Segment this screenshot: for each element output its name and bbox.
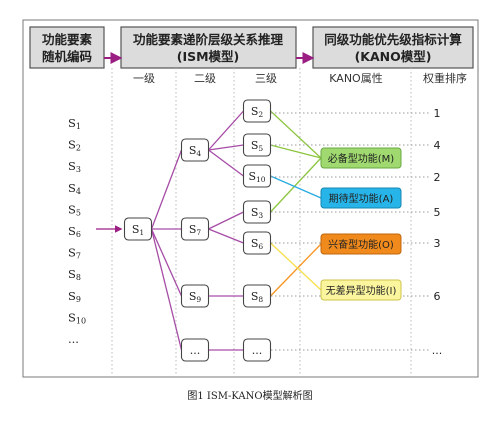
header-box-ism: 功能要素递阶层级关系推理 (ISM模型) [120, 26, 297, 69]
kano-attractive: 期待型功能(A) [320, 187, 402, 209]
header-box-encoding: 功能要素 随机编码 [29, 26, 105, 69]
edge-s4-s2 [208, 110, 244, 151]
edge-s5-must-be [270, 144, 322, 159]
list-item-s6: S6 [68, 224, 81, 239]
edge-s8-excitement [270, 243, 322, 297]
node-s4: S4 [180, 138, 210, 162]
kano-excitement-label: 兴奋型功能(O) [328, 238, 394, 251]
node-label: S10 [248, 170, 265, 184]
edge-s2-must-be [270, 110, 322, 159]
node-label: ... [252, 344, 263, 357]
edge-s10-attractive [270, 175, 322, 199]
node-s5: S5 [242, 133, 272, 157]
rank-value-3: 2 [434, 171, 441, 184]
header-box-ism-title: 功能要素递阶层级关系推理 [133, 32, 284, 47]
outer-frame [22, 19, 479, 378]
header-box-kano-sub: (KANO模型) [355, 49, 432, 64]
node-s9: S9 [180, 284, 210, 308]
kano-must-be-label: 必备型功能(M) [328, 152, 395, 165]
header-box-ism-sub: (ISM模型) [177, 49, 240, 64]
rank-value-2: 4 [434, 139, 441, 152]
edge-s3-must-be [270, 157, 322, 213]
list-item-s8: S8 [68, 267, 81, 282]
node-label: S4 [189, 144, 202, 158]
edge-s1-l2_more [150, 228, 183, 351]
kano-indifferent-label: 无差异型功能(I) [326, 284, 397, 297]
node-s8: S8 [242, 284, 272, 308]
rank-value-7: ... [432, 344, 443, 357]
kano-must-be: 必备型功能(M) [320, 147, 402, 169]
node-l2-more: ... [180, 338, 210, 362]
node-s10: S10 [242, 164, 272, 188]
header-box-encoding-line2: 随机编码 [42, 49, 92, 64]
rank-numbers: 1 4 2 5 3 6... [432, 107, 443, 357]
rank-value-1: 1 [434, 107, 441, 120]
column-label-level3: 三级 [255, 72, 277, 85]
list-item-s1: S1 [68, 116, 81, 131]
edge-s1-s4 [150, 149, 183, 230]
edge-s4-s5 [208, 144, 244, 151]
node-s1: S1 [123, 217, 153, 241]
node-l3-more: ... [242, 338, 272, 362]
node-label: S1 [132, 223, 144, 237]
list-item-s7: S7 [68, 246, 81, 261]
node-s3: S3 [242, 200, 272, 224]
rank-value-5: 3 [434, 237, 441, 250]
header-box-encoding-line1: 功能要素 [42, 32, 93, 47]
column-label-level1: 一级 [133, 72, 155, 85]
kano-indifferent: 无差异型功能(I) [320, 279, 402, 301]
edge-s7-s3 [208, 211, 244, 230]
kano-category-boxes: 必备型功能(M) 期待型功能(A) 兴奋型功能(O) 无差异型功能(I) [320, 147, 402, 301]
node-label: ... [190, 344, 201, 357]
list-item-smore: ... [68, 332, 79, 346]
rank-value-6: 6 [434, 290, 441, 303]
list-item-s3: S3 [68, 159, 81, 174]
list-item-s4: S4 [68, 181, 81, 196]
column-label-kano: KANO属性 [329, 71, 382, 85]
column-label-level2: 二级 [194, 72, 216, 85]
edge-s4-s10 [208, 149, 244, 177]
header-box-kano: 同级功能优先级指标计算 (KANO模型) [312, 26, 474, 69]
node-label: S9 [189, 290, 202, 304]
node-label: S8 [251, 290, 264, 304]
list-item-s2: S2 [68, 138, 81, 153]
node-label: S6 [251, 237, 264, 251]
node-label: S3 [251, 206, 264, 220]
connection-lines [150, 110, 322, 351]
kano-attractive-label: 期待型功能(A) [329, 192, 394, 205]
edge-s1-s9 [150, 228, 183, 297]
node-label: S2 [251, 105, 264, 119]
list-item-s9: S9 [68, 289, 81, 304]
node-s6: S6 [242, 231, 272, 255]
rank-value-4: 5 [434, 206, 441, 219]
function-element-list: S1S2S3S4S5S6S7S8S9S10... [68, 116, 86, 346]
figure-caption: 图1 ISM-KANO模型解析图 [187, 391, 313, 402]
edge-s7-s6 [208, 228, 244, 244]
node-s7: S7 [180, 217, 210, 241]
list-item-s5: S5 [68, 202, 81, 217]
node-label: S5 [251, 139, 264, 153]
node-s2: S2 [242, 99, 272, 123]
list-item-s10: S10 [68, 310, 86, 325]
kano-excitement: 兴奋型功能(O) [320, 233, 402, 255]
column-label-rank: 权重排序 [423, 71, 467, 85]
edge-s6-indifferent [270, 242, 322, 291]
header-box-kano-title: 同级功能优先级指标计算 [324, 32, 462, 47]
node-label: S7 [189, 223, 202, 237]
